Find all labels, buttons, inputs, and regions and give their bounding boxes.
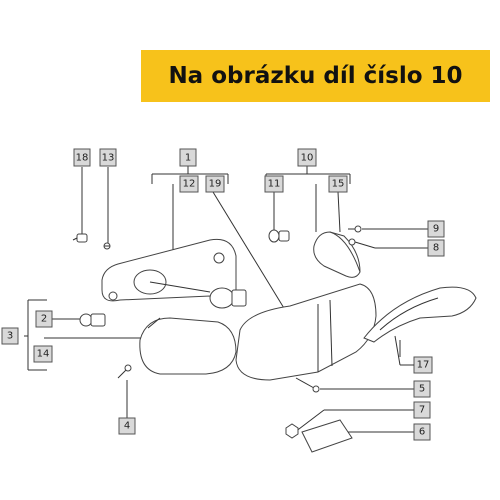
callout-8: 8 xyxy=(427,239,445,257)
svg-text:8: 8 xyxy=(433,243,439,254)
parts xyxy=(72,225,477,453)
svg-text:11: 11 xyxy=(268,179,281,190)
callout-18: 18 xyxy=(73,148,91,167)
callout-17: 17 xyxy=(413,356,433,374)
callout-labels: 18 13 1 12 19 10 11 15 xyxy=(1,148,445,441)
svg-text:18: 18 xyxy=(76,153,89,164)
reflector-6-icon xyxy=(301,419,353,453)
callout-11: 11 xyxy=(264,175,284,193)
callout-15: 15 xyxy=(328,175,348,193)
callout-5: 5 xyxy=(413,380,431,398)
grommet-8-icon xyxy=(348,238,356,246)
callout-13: 13 xyxy=(99,148,117,167)
svg-text:6: 6 xyxy=(419,427,425,438)
bulb-12-icon xyxy=(209,287,247,309)
callout-7: 7 xyxy=(413,401,431,419)
indicator-lens-icon xyxy=(139,317,237,375)
headlight-housing-icon xyxy=(101,238,237,302)
svg-text:9: 9 xyxy=(433,224,439,235)
svg-text:1: 1 xyxy=(185,153,191,164)
bulb-11-icon xyxy=(268,229,290,243)
callout-2: 2 xyxy=(35,310,53,328)
svg-text:12: 12 xyxy=(183,179,196,190)
screw-9-icon xyxy=(348,225,362,233)
svg-text:10: 10 xyxy=(301,153,314,164)
callout-6: 6 xyxy=(413,423,431,441)
trim-17-icon xyxy=(363,286,477,343)
callout-4: 4 xyxy=(118,417,136,435)
nut-7-icon xyxy=(285,423,299,439)
svg-text:2: 2 xyxy=(41,314,47,325)
svg-text:17: 17 xyxy=(417,360,430,371)
svg-text:13: 13 xyxy=(102,153,115,164)
svg-text:7: 7 xyxy=(419,405,425,416)
screw-13-icon xyxy=(103,242,111,250)
leader-17-tip xyxy=(394,335,401,366)
svg-text:14: 14 xyxy=(37,349,50,360)
main-lens-icon xyxy=(235,283,377,381)
callout-12: 12 xyxy=(179,175,199,193)
callout-3: 3 xyxy=(1,327,19,345)
svg-text:19: 19 xyxy=(209,179,222,190)
svg-text:3: 3 xyxy=(7,331,13,342)
highlight-banner: Na obrázku díl číslo 10 xyxy=(141,50,490,102)
side-reflector-icon xyxy=(313,231,361,278)
callout-19: 19 xyxy=(205,175,225,193)
svg-text:4: 4 xyxy=(124,421,130,432)
bulb-18-icon xyxy=(72,233,88,243)
svg-text:5: 5 xyxy=(419,384,425,395)
bulb-2-icon xyxy=(79,313,106,327)
callout-9: 9 xyxy=(427,220,445,238)
screw-5-icon xyxy=(295,377,320,393)
callout-1: 1 xyxy=(179,148,197,167)
screw-4-icon xyxy=(117,364,132,379)
banner-title: Na obrázku díl číslo 10 xyxy=(168,63,463,89)
callout-10: 10 xyxy=(297,148,317,167)
leader-lines xyxy=(24,166,428,433)
svg-text:15: 15 xyxy=(332,179,345,190)
callout-14: 14 xyxy=(33,345,53,363)
